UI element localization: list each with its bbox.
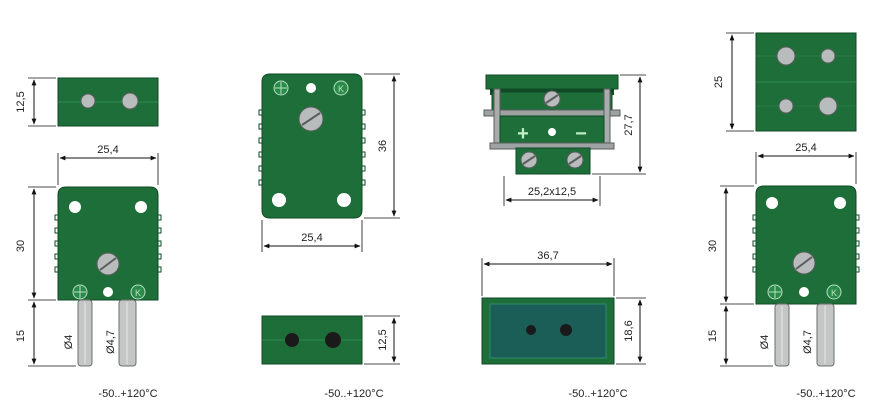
dim-side-height: 12,5 bbox=[377, 329, 389, 350]
socket-hole-icon bbox=[285, 333, 299, 347]
k-marking-icon bbox=[826, 284, 842, 300]
dim-top-height: 25 bbox=[713, 76, 725, 88]
dim-top-height: 12,5 bbox=[15, 91, 27, 112]
pin-hole-icon bbox=[820, 48, 836, 64]
connector-female-miniature: K 36 25,4 12,5 -50..+120°C bbox=[258, 73, 400, 400]
front-view-body bbox=[755, 185, 857, 305]
dim-panel-height: 18,6 bbox=[623, 320, 635, 341]
dim-height: 27,7 bbox=[623, 114, 635, 135]
dim-height: 36 bbox=[377, 140, 389, 152]
center-hole-icon bbox=[548, 128, 556, 136]
pin-hole-icon bbox=[818, 96, 838, 116]
front-view-body bbox=[57, 186, 159, 301]
panel-top bbox=[485, 74, 619, 90]
temperature-range: -50..+120°C bbox=[796, 388, 855, 400]
mounting-hole-icon bbox=[272, 193, 286, 207]
mounting-hole-icon bbox=[135, 201, 147, 213]
center-hole-icon bbox=[799, 287, 809, 297]
mounting-hole-icon bbox=[337, 193, 351, 207]
dim-body-height: 30 bbox=[15, 240, 27, 252]
dim-width: 25,4 bbox=[97, 144, 118, 156]
connector-male-miniature: 12,5 K 25,4 30 15 Ø4 Ø4,7 bbox=[15, 77, 162, 400]
dim-panel-width: 36,7 bbox=[537, 250, 558, 262]
temperature-range: -50..+120°C bbox=[568, 388, 627, 400]
pin-hole-icon bbox=[778, 98, 794, 114]
panel-face bbox=[489, 303, 607, 359]
front-view-body bbox=[261, 73, 363, 219]
socket-hole-icon bbox=[526, 325, 536, 335]
socket-hole-icon bbox=[560, 324, 572, 336]
center-hole-icon bbox=[103, 287, 113, 297]
dim-body-height: 30 bbox=[707, 240, 719, 252]
dim-pin-length: 15 bbox=[15, 330, 27, 342]
pin-hole-icon bbox=[776, 46, 796, 66]
center-hole-icon bbox=[306, 83, 316, 93]
dim-pin-dia-1: Ø4 bbox=[63, 335, 75, 350]
minus-sign: − bbox=[575, 123, 587, 145]
dim-pin-dia-1: Ø4 bbox=[759, 335, 771, 350]
socket-hole-icon bbox=[325, 332, 341, 348]
temperature-range: -50..+120°C bbox=[98, 388, 157, 400]
connector-male-miniature-flat: 25 K 25,4 30 15 Ø4 Ø4,7 -50..+120°C bbox=[707, 32, 860, 400]
temperature-range: -50..+120°C bbox=[324, 388, 383, 400]
mounting-plate bbox=[483, 109, 621, 117]
plus-sign: + bbox=[517, 123, 529, 145]
pin-hole-icon bbox=[121, 92, 139, 110]
dim-width: 25,4 bbox=[795, 142, 816, 154]
k-marking-icon bbox=[333, 80, 349, 96]
svg-text:K: K bbox=[831, 288, 837, 298]
dim-pin-length: 15 bbox=[707, 330, 719, 342]
dim-pin-dia-2: Ø4,7 bbox=[802, 330, 814, 354]
svg-text:K: K bbox=[135, 288, 141, 298]
svg-text:K: K bbox=[338, 84, 344, 94]
k-marking-icon bbox=[130, 284, 146, 300]
mounting-hole-icon bbox=[834, 197, 846, 209]
dim-cutout: 25,2x12,5 bbox=[528, 186, 576, 198]
pin-hole-icon bbox=[80, 93, 96, 109]
dim-pin-dia-2: Ø4,7 bbox=[105, 330, 117, 354]
dim-width: 25,4 bbox=[301, 232, 322, 244]
mounting-hole-icon bbox=[766, 197, 778, 209]
mounting-hole-icon bbox=[69, 201, 81, 213]
panel-socket-miniature: + − 27,7 25,2x12,5 36,7 18,6 -50. bbox=[481, 74, 646, 400]
